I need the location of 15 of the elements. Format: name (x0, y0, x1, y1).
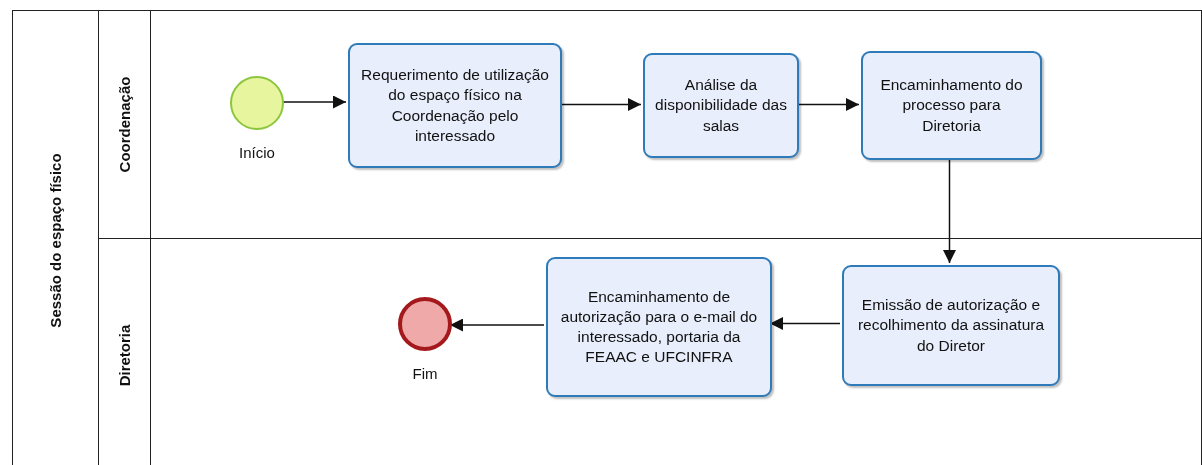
task-box: Emissão de autorização e recolhimento da assinatura do Diretor (842, 265, 1060, 386)
pool-label: Sessão do espaço físico (47, 153, 64, 328)
sequence-arrow (943, 158, 956, 264)
end-event-circle (398, 297, 452, 351)
task-box: Requerimento de utilização do espaço físico na Coordenação pelo interessado (348, 43, 562, 168)
lane-label: Coordenação (116, 76, 133, 173)
pool (12, 10, 1202, 465)
lane-label: Diretoria (116, 324, 133, 386)
swimlane (98, 238, 1202, 465)
event-label: Início (239, 144, 275, 161)
start-event-circle (230, 76, 284, 130)
task-box: Encaminhamento de autorização para o e-mail do interessado, portaria da FEAAC e UFCINFRA (546, 257, 772, 397)
task-box: Análise da disponibilidade das salas (643, 53, 799, 158)
task-box: Encaminhamento do processo para Diretoria (861, 51, 1042, 160)
event-label: Fim (412, 365, 438, 382)
